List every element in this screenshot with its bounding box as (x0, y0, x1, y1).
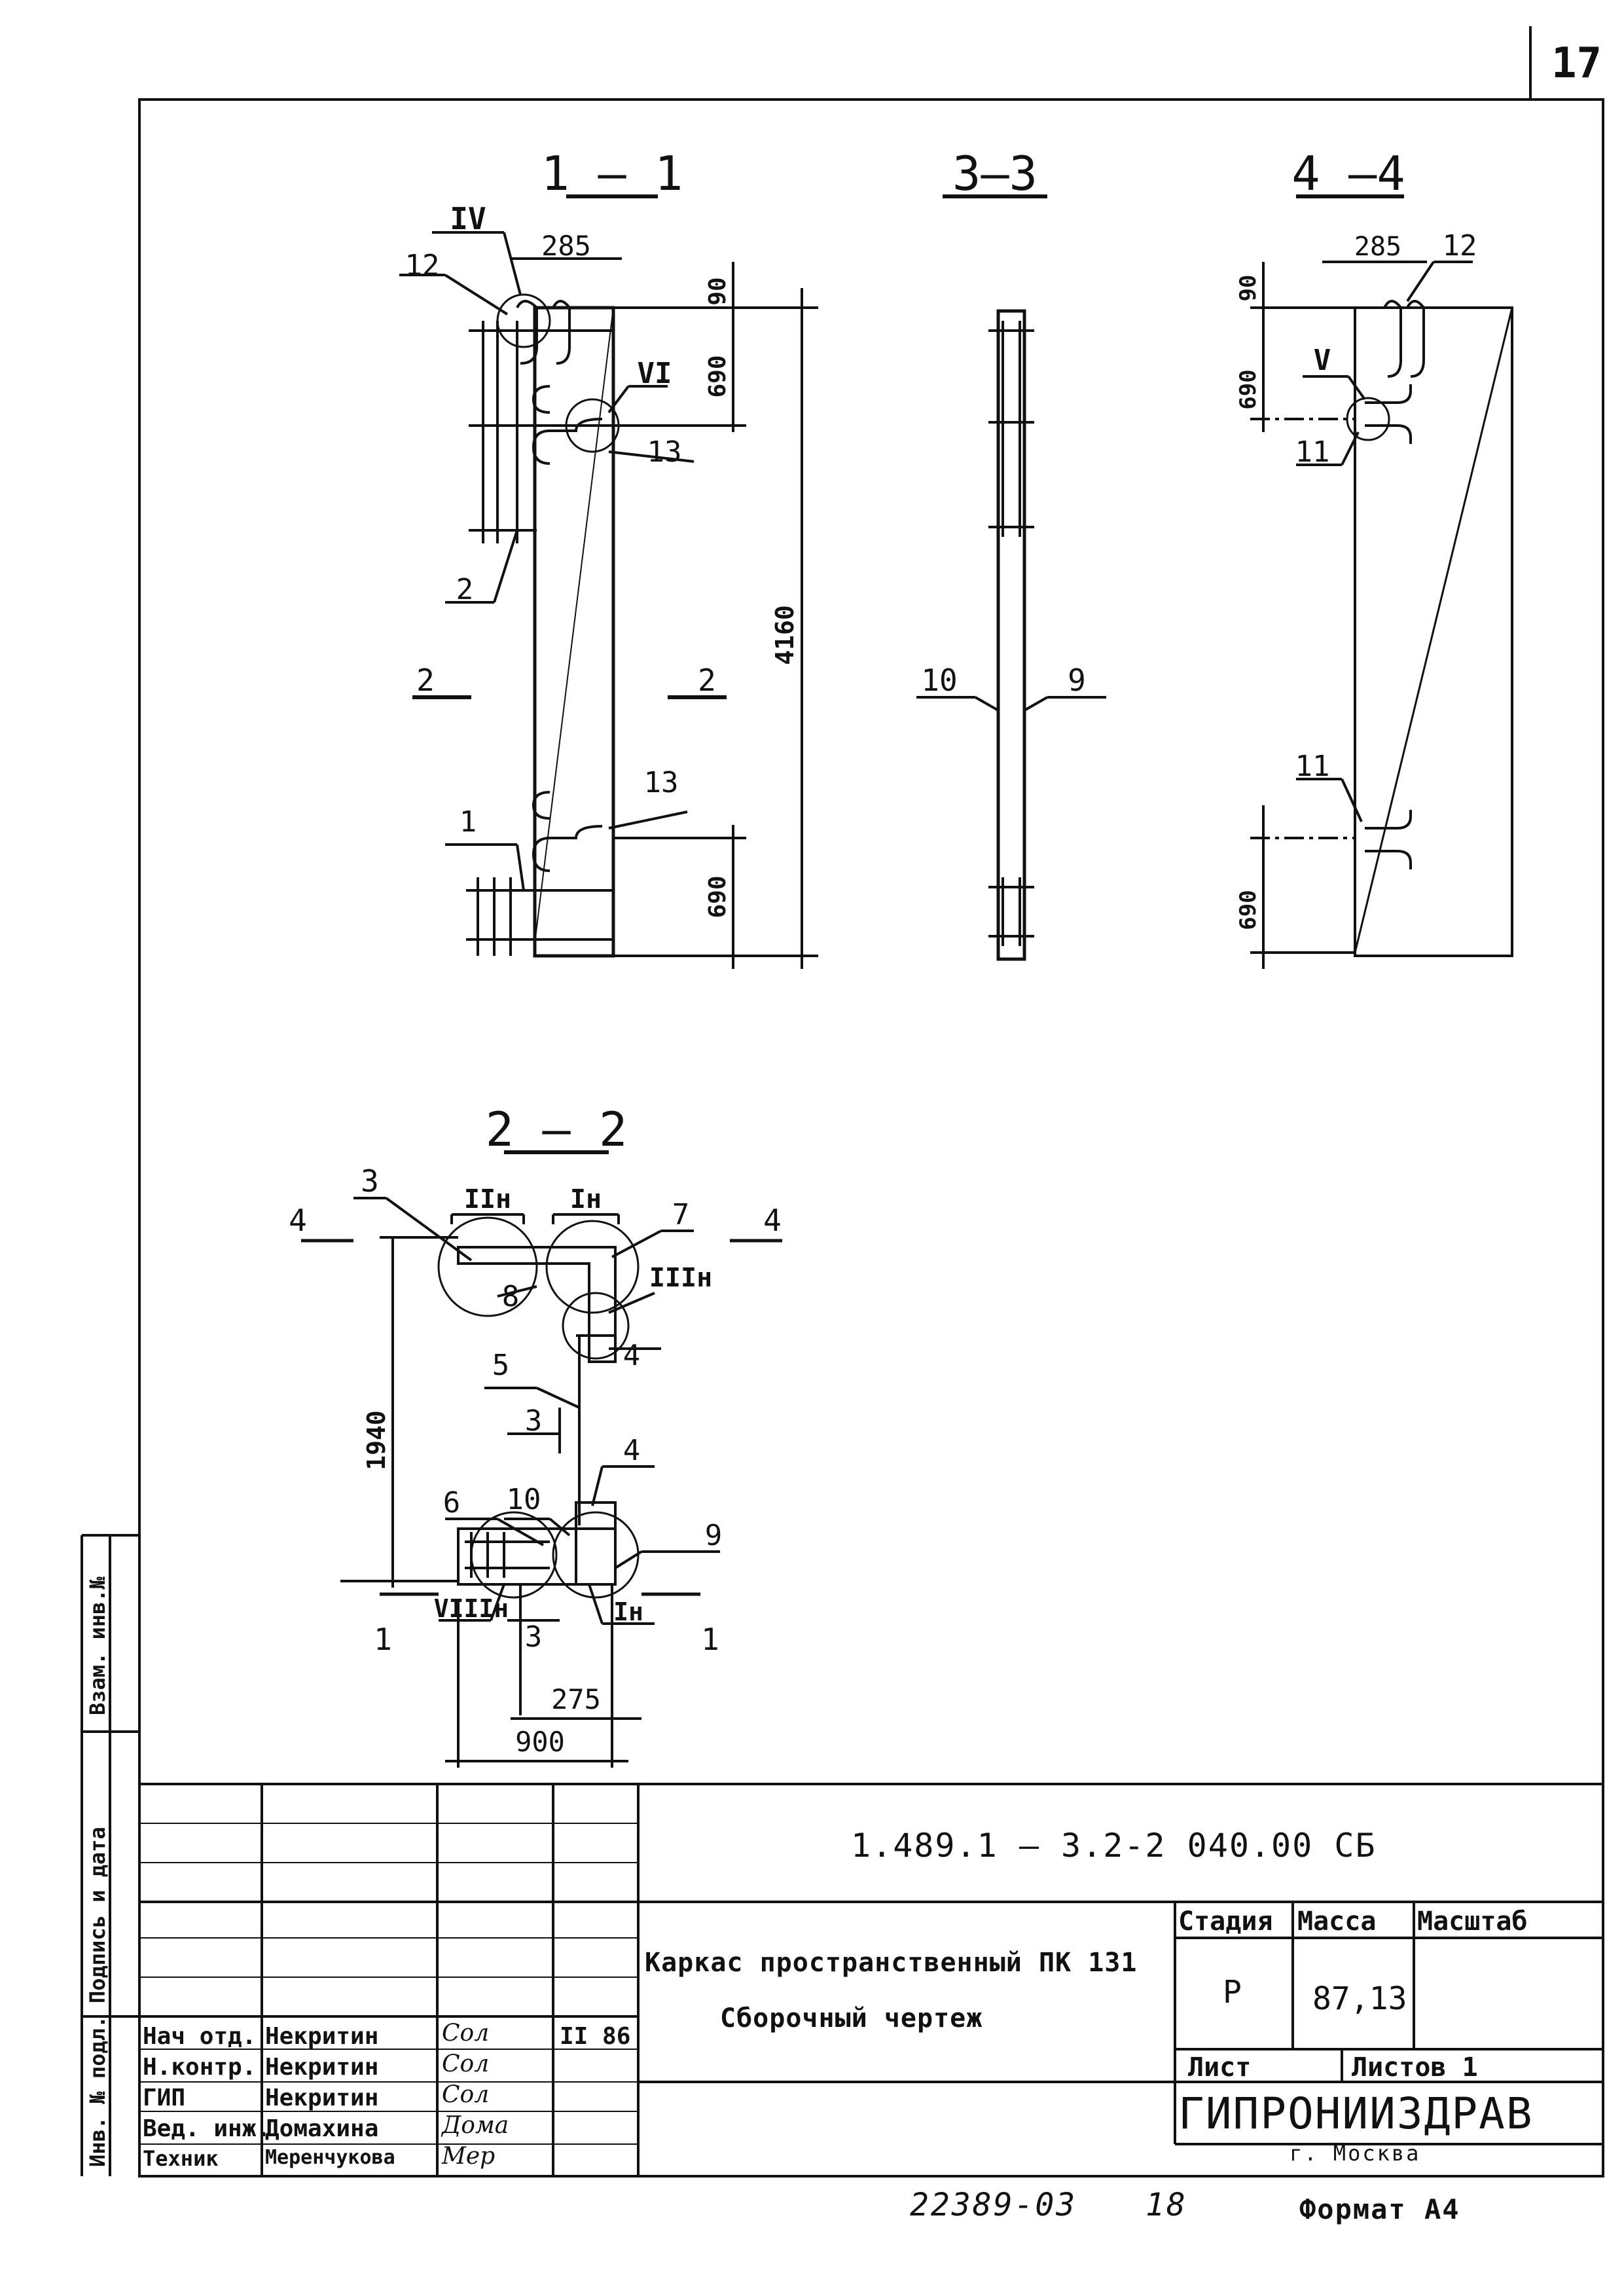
s22-dim-275: 275 (551, 1683, 601, 1715)
section-2-2-title: 2 – 2 (486, 1102, 628, 1157)
title-line-1: Каркас пространственный ПК 131 (645, 1948, 1138, 1978)
staff-role-4: Вед. инж. (143, 2115, 271, 2142)
s22-mark-2h: IIн (464, 1184, 511, 1214)
mass-value: 87,13 (1312, 1980, 1407, 2017)
stamp-inv-original: Инв. № подл. (85, 2015, 110, 2167)
staff-role-5: Техник (143, 2146, 219, 2171)
organization-city: г. Москва (1290, 2141, 1421, 2166)
staff-date-1: II 86 (560, 2023, 631, 2050)
title-block-grid (139, 1783, 1603, 2176)
staff-name-5: Меренчукова (265, 2146, 395, 2169)
s22-pos-7: 7 (672, 1198, 690, 1231)
s11-dim-lower: 690 (704, 875, 731, 918)
section-1-1-title: 1 – 1 (541, 146, 683, 201)
s22-cut4-left: 4 (289, 1203, 307, 1238)
s44-pos-11a: 11 (1295, 435, 1330, 469)
staff-name-3: Некритин (265, 2085, 379, 2111)
s11-dim-width: 285 (541, 230, 591, 262)
staff-sig-5: Мер (442, 2143, 496, 2170)
s22-pos-5: 5 (492, 1349, 510, 1382)
organization-name: ГИПРОНИИЗДРАВ (1178, 2088, 1534, 2139)
s44-pos-12: 12 (1443, 229, 1477, 263)
section-2-2 (301, 1150, 782, 1768)
s11-pos-2: 2 (456, 573, 474, 606)
staff-name-4: Домахина (265, 2115, 379, 2142)
s22-cut3-top: 3 (525, 1404, 543, 1438)
s11-cut-left: 2 (416, 663, 435, 698)
mass-label: Масса (1297, 1906, 1377, 1937)
s22-pos-8: 8 (502, 1280, 520, 1313)
s44-dim-upper: 690 (1235, 369, 1261, 409)
staff-name-1: Некритин (265, 2023, 379, 2050)
page-number: 18 (1146, 2187, 1187, 2223)
s22-pos-4b: 4 (623, 1434, 641, 1467)
s22-dim-900: 900 (515, 1726, 565, 1758)
s11-mark-vi: VI (638, 357, 672, 390)
stage-value: Р (1223, 1974, 1242, 2011)
s22-cut1-right: 1 (701, 1622, 719, 1657)
sheet-label: Лист (1188, 2052, 1252, 2083)
staff-sig-4: Дома (442, 2112, 509, 2139)
section-4-4 (1250, 194, 1513, 969)
stamp-replaced-inv: Взам. инв.№ (85, 1576, 110, 1715)
s44-dim-top: 90 (1235, 275, 1261, 302)
staff-role-1: Нач отд. (143, 2023, 257, 2050)
stamp-signature-date: Подпись и дата (85, 1827, 110, 2003)
title-line-2: Сборочный чертеж (720, 2003, 983, 2033)
s22-mark-1h-top: Iн (570, 1184, 602, 1214)
sheets-label: Листов 1 (1352, 2052, 1478, 2083)
s11-mark-iv: IV (450, 201, 486, 236)
sheet-number: 17 (1551, 39, 1602, 88)
s22-cut3-bot: 3 (525, 1620, 543, 1654)
s11-dim-top: 90 (704, 277, 731, 305)
staff-role-2: Н.контр. (143, 2054, 257, 2081)
s22-mark-3h: IIIн (649, 1263, 712, 1293)
s44-mark-v: V (1314, 344, 1331, 377)
s22-pos-4a: 4 (623, 1339, 641, 1372)
paper-format: Формат А4 (1299, 2193, 1460, 2225)
s22-pos-3: 3 (361, 1163, 379, 1199)
s11-cut-right: 2 (698, 663, 716, 698)
s11-pos-1: 1 (460, 805, 477, 839)
s11-dim-height: 4160 (770, 605, 799, 665)
s33-pos-9: 9 (1068, 663, 1086, 698)
section-4-4-title: 4 –4 (1291, 146, 1405, 201)
s22-mark-8h: VIIIн (434, 1594, 509, 1623)
inventory-number: 22389-03 (910, 2187, 1077, 2223)
staff-role-3: ГИП (143, 2085, 186, 2111)
staff-sig-2: Сол (442, 2050, 490, 2077)
s11-pos-12: 12 (405, 249, 440, 282)
scale-label: Масштаб (1417, 1906, 1528, 1937)
s44-dim-lower: 690 (1235, 890, 1261, 930)
section-3-3 (916, 194, 1106, 961)
s22-pos-9: 9 (705, 1519, 723, 1552)
s22-pos-6: 6 (443, 1486, 461, 1520)
s22-cut1-left: 1 (374, 1622, 392, 1657)
s22-mark-1h-bot: Iн (613, 1597, 643, 1626)
staff-name-2: Некритин (265, 2054, 379, 2081)
document-code: 1.489.1 – 3.2-2 040.00 СБ (851, 1827, 1377, 1865)
staff-sig-3: Сол (442, 2081, 490, 2108)
s22-pos-10: 10 (507, 1483, 541, 1516)
s44-pos-11b: 11 (1295, 750, 1330, 783)
staff-sig-1: Сол (442, 2020, 490, 2047)
s22-cut4-right: 4 (763, 1203, 782, 1238)
s22-dim-height: 1940 (362, 1410, 391, 1470)
section-1-1 (399, 194, 818, 969)
s11-dim-upper: 690 (704, 355, 731, 397)
s11-pos-13b: 13 (644, 766, 679, 799)
s33-pos-10: 10 (921, 663, 957, 698)
section-3-3-title: 3–3 (952, 146, 1038, 201)
s11-pos-13a: 13 (647, 435, 682, 469)
stage-label: Стадия (1178, 1906, 1273, 1937)
drawing-frame (138, 98, 1604, 2178)
s44-dim-width: 285 (1354, 232, 1401, 262)
